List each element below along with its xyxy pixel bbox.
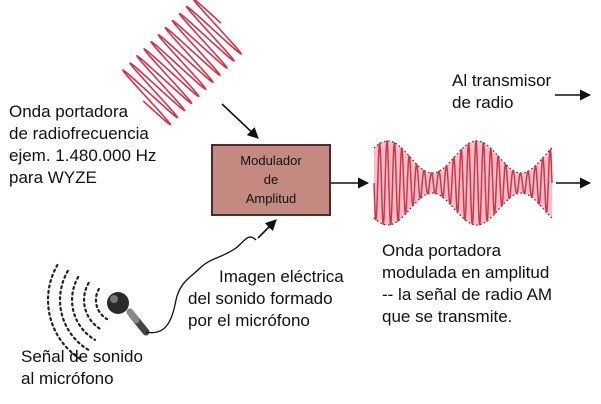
transmitter-label-line2: de radio xyxy=(452,93,514,112)
am-modulated-wave xyxy=(373,140,553,226)
sound-wave-arc xyxy=(70,275,97,341)
modulator-line1: Modulador xyxy=(240,153,302,168)
am-wave-label-line4: que se transmite. xyxy=(382,307,513,326)
am-wave-label-line1: Onda portadora xyxy=(382,241,502,260)
am-wave-label: Onda portadora modulada en amplitud -- l… xyxy=(382,240,552,328)
sound-signal-label-line2: al micrófono xyxy=(21,369,114,388)
transmitter-label: Al transmisor de radio xyxy=(452,70,551,114)
am-envelope-top xyxy=(373,140,553,174)
transmitter-label-line1: Al transmisor xyxy=(452,71,552,90)
sound-wave-arc xyxy=(94,287,109,321)
microphone-icon xyxy=(107,292,150,336)
electric-image-label: Imagen eléctrica del sonido formado por … xyxy=(188,266,344,332)
electric-image-label-line3: por el micrófono xyxy=(188,311,310,330)
am-carrier-line xyxy=(373,140,553,226)
carrier-label: Onda portadora de radiofrecuencia ejem. … xyxy=(9,101,156,189)
sound-signal-label-line1: Señal de sonido xyxy=(21,347,143,366)
amplitude-modulator-box: Modulador de Amplitud xyxy=(211,144,331,216)
sound-wave-arc xyxy=(58,269,91,352)
carrier-label-line3: ejem. 1.480.000 Hz xyxy=(9,146,157,165)
carrier-label-line4: para WYZE xyxy=(9,168,97,187)
sound-waves xyxy=(46,263,109,362)
carrier-to-modulator-arrow xyxy=(221,103,259,139)
am-wave-label-line3: -- la señal de radio AM xyxy=(382,285,553,304)
sound-wave-arc xyxy=(46,263,85,362)
carrier-label-line1: Onda portadora xyxy=(9,102,129,121)
carrier-label-line2: de radiofrecuencia xyxy=(9,124,149,143)
electric-image-label-line2: del sonido formado xyxy=(188,289,333,308)
carrier-wave-line xyxy=(122,0,242,126)
electric-image-label-line1: Imagen eléctrica xyxy=(219,267,344,286)
am-envelope-bottom xyxy=(373,192,553,226)
modulator-line3: Amplitud xyxy=(245,191,297,206)
modulator-line2: de xyxy=(263,172,279,187)
carrier-wave xyxy=(122,0,242,126)
sound-wave-arc xyxy=(82,281,103,331)
am-wave-label-line2: modulada en amplitud xyxy=(382,263,550,282)
signal-to-modulator-arrow xyxy=(257,219,277,239)
sound-signal-label: Señal de sonido al micrófono xyxy=(21,346,143,390)
microphone-cable xyxy=(145,236,257,334)
